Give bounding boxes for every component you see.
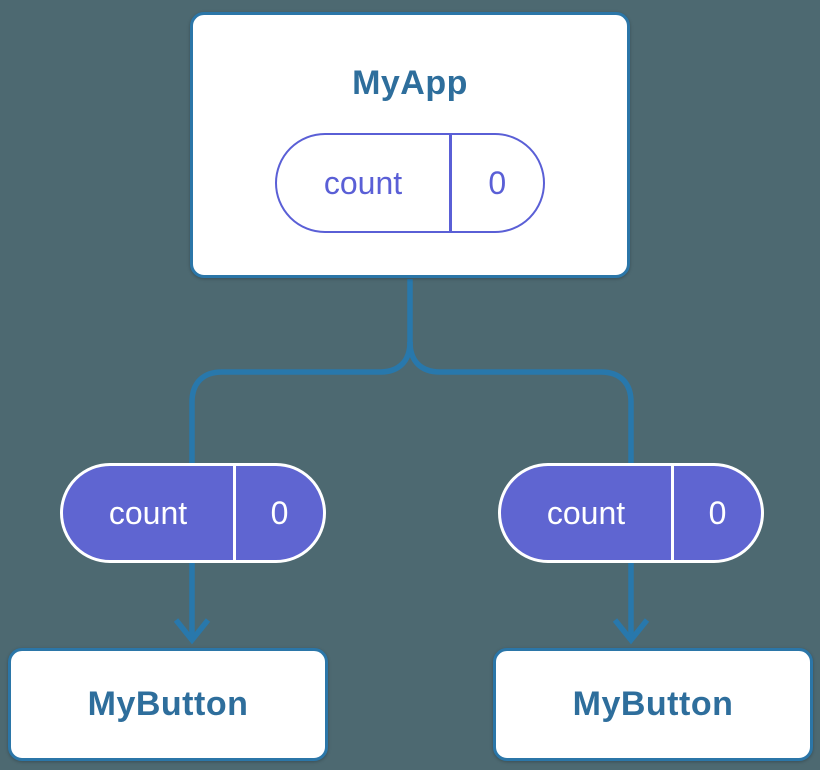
myapp-state-pill: count 0 bbox=[275, 133, 545, 233]
prop-value-label: 0 bbox=[270, 494, 289, 531]
pill-divider bbox=[671, 466, 674, 560]
prop-pill-left: count 0 bbox=[60, 463, 326, 563]
prop-key-label: count bbox=[108, 494, 188, 531]
prop-value-label: 0 bbox=[708, 494, 727, 531]
left-arrowhead-icon bbox=[173, 618, 211, 645]
prop-key-label: count bbox=[546, 494, 626, 531]
state-key-label: count bbox=[323, 164, 403, 201]
prop-pill-right: count 0 bbox=[498, 463, 764, 563]
pill-divider bbox=[233, 466, 236, 560]
pill-divider bbox=[449, 135, 452, 231]
node-mybutton-title: MyButton bbox=[87, 685, 249, 723]
state-value-label: 0 bbox=[488, 164, 507, 201]
right-arrowhead-icon bbox=[612, 618, 650, 645]
node-mybutton-right: MyButton bbox=[493, 648, 813, 761]
node-myapp: MyApp count 0 bbox=[190, 12, 630, 278]
node-mybutton-title: MyButton bbox=[572, 685, 734, 723]
node-myapp-title: MyApp bbox=[352, 64, 468, 102]
node-mybutton-left: MyButton bbox=[8, 648, 328, 761]
right-branch-line bbox=[407, 341, 634, 638]
left-branch-line bbox=[189, 341, 413, 638]
